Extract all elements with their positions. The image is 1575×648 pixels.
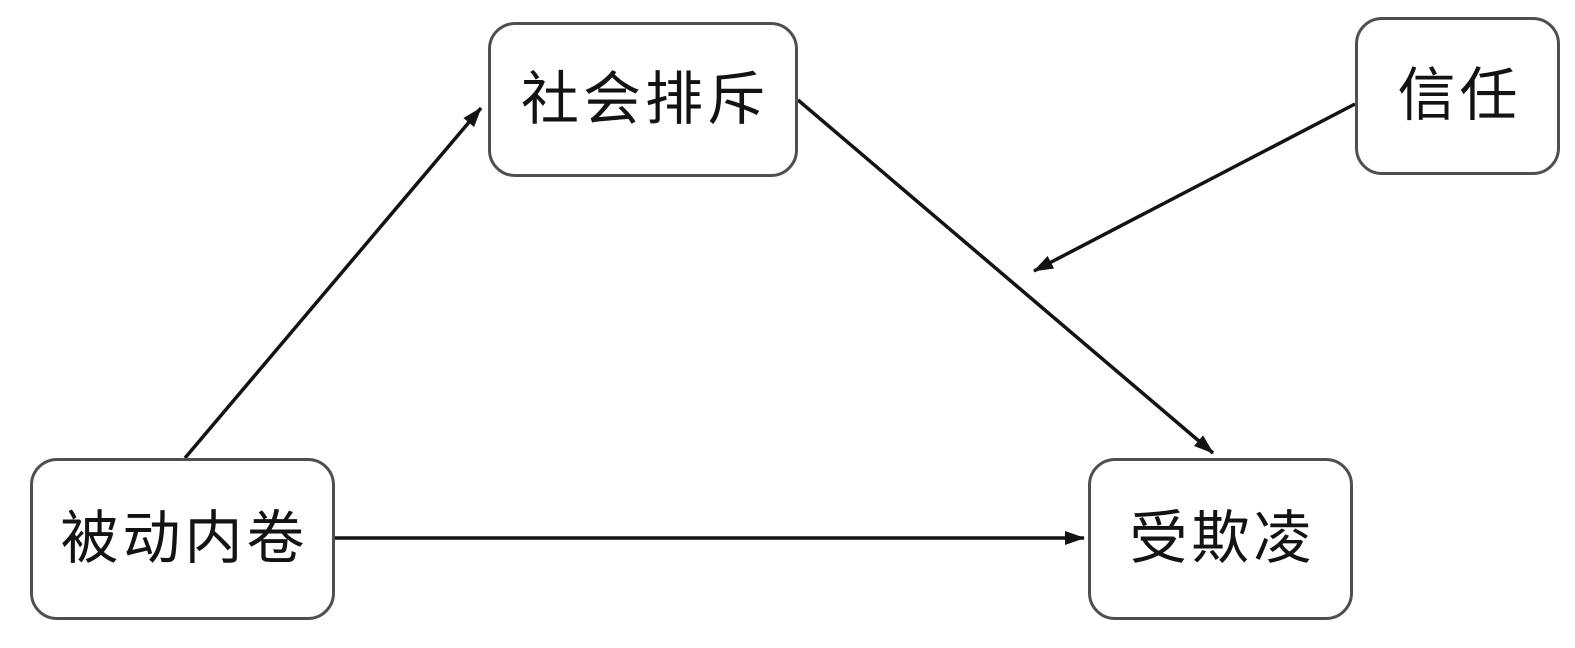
node-bullying-label: 受欺凌	[1129, 506, 1316, 571]
arrow-trust-to-mediation-path	[1033, 102, 1356, 273]
node-social-exclusion-label: 社会排斥	[520, 66, 769, 132]
node-passive-involution: 被动内卷	[30, 458, 335, 620]
arrow-passive-involution-to-social-exclusion	[183, 106, 483, 460]
node-trust-label: 信任	[1397, 63, 1522, 128]
node-trust: 信任	[1355, 17, 1560, 175]
node-social-exclusion: 社会排斥	[488, 22, 798, 177]
node-passive-involution-label: 被动内卷	[60, 506, 309, 571]
arrow-social-exclusion-to-bullying	[796, 98, 1215, 455]
node-bullying: 受欺凌	[1088, 458, 1353, 620]
